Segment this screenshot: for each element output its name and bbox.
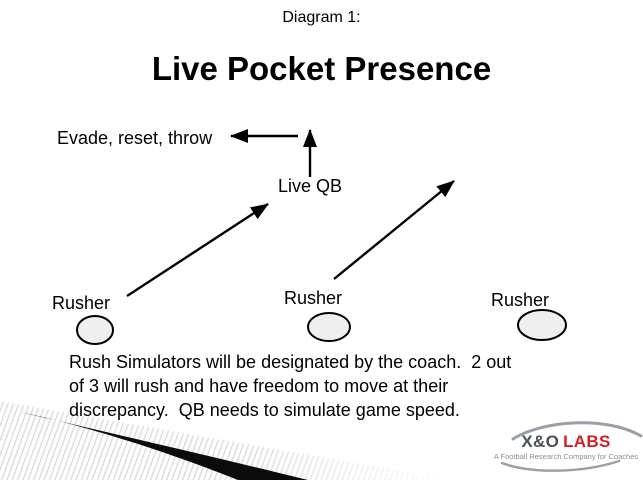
logo-tagline: A Football Research Company for Coaches bbox=[493, 452, 639, 461]
coach-note-line-1: Rush Simulators will be designated by th… bbox=[69, 352, 512, 372]
rusher-label-left: Rusher bbox=[52, 293, 111, 313]
logo-swoosh-top bbox=[511, 421, 643, 441]
rusher-ellipse-middle bbox=[307, 312, 351, 342]
live-qb-label: Live QB bbox=[278, 176, 343, 196]
logo-swoosh-bottom bbox=[500, 459, 621, 472]
slide-title: Live Pocket Presence bbox=[151, 50, 492, 87]
coach-note: Rush Simulators will be designated by th… bbox=[69, 350, 511, 422]
slide-kicker: Diagram 1: bbox=[282, 9, 361, 26]
rush-arrow-middle bbox=[333, 180, 455, 280]
rusher-label-right: Rusher bbox=[491, 290, 550, 310]
coach-note-line-3: discrepancy. QB needs to simulate game s… bbox=[69, 400, 460, 420]
corner-swoosh bbox=[20, 412, 308, 480]
rusher-ellipse-left bbox=[76, 315, 114, 345]
logo-xo-text: X&O bbox=[521, 432, 560, 451]
rusher-ellipse-right bbox=[517, 309, 567, 341]
rush-arrow-left bbox=[126, 202, 269, 298]
logo-labs-text: LABS bbox=[563, 432, 611, 451]
rusher-label-middle: Rusher bbox=[284, 288, 343, 308]
evade-label: Evade, reset, throw bbox=[57, 128, 213, 148]
coach-note-line-2: of 3 will rush and have freedom to move … bbox=[69, 376, 449, 396]
corner-stripes-fade bbox=[250, 395, 460, 480]
